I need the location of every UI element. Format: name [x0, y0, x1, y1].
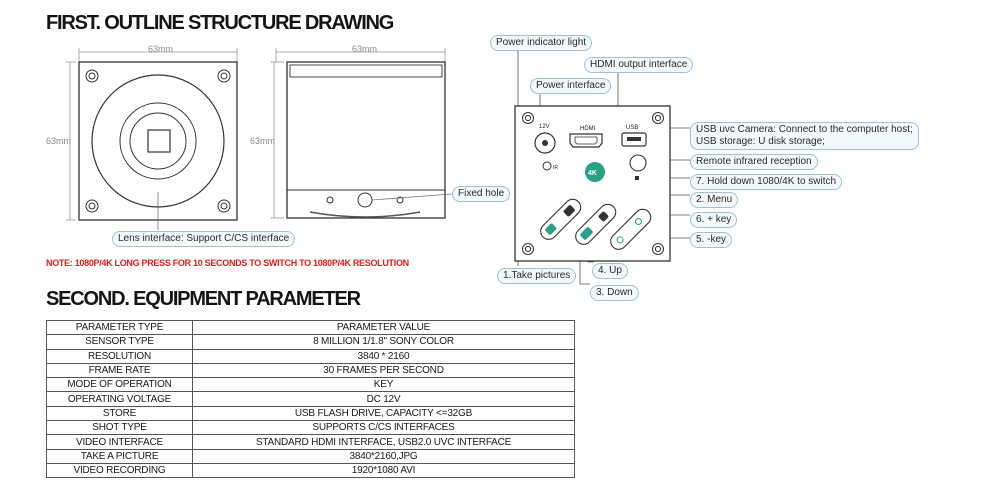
parameter-name: MODE OF OPERATION — [46, 377, 193, 393]
parameter-value: 8 MILLION 1/1.8" SONY COLOR — [192, 334, 575, 350]
ir-receiver-icon — [629, 154, 647, 172]
parameter-name: RESOLUTION — [46, 348, 193, 364]
port-hdmi-label: HDMI — [580, 126, 596, 132]
section-title-outline: FIRST. OUTLINE STRUCTURE DRAWING — [46, 12, 394, 34]
parameter-name: SENSOR TYPE — [46, 334, 193, 350]
parameter-value: DC 12V — [192, 391, 575, 407]
callout-power-indicator: Power indicator light — [490, 35, 593, 51]
side-height-dimension: 63mm — [250, 136, 276, 146]
parameter-name: STORE — [46, 405, 193, 422]
screw-icon — [85, 69, 231, 213]
parameter-name: SHOT TYPE — [46, 420, 193, 436]
parameter-value: KEY — [192, 377, 575, 393]
parameter-value: USB FLASH DRIVE, CAPACITY <=32GB — [192, 405, 575, 422]
parameter-name: VIDEO RECORDING — [46, 462, 193, 479]
parameter-value: STANDARD HDMI INTERFACE, USB2.0 UVC INTE… — [192, 434, 575, 450]
port-12v-label: 12V — [539, 124, 550, 130]
callout-plus-key: 6. + key — [690, 212, 738, 228]
parameter-name: PARAMETER TYPE — [46, 319, 193, 336]
callout-hdmi-output: HDMI output interface — [584, 57, 694, 73]
callout-hold-down: 7. Hold down 1080/4K to switch — [690, 174, 843, 190]
rear-panel-drawing: 12V IR HDMI USB 4K — [514, 48, 690, 285]
parameter-value: 3840 * 2160 — [192, 348, 575, 364]
4k-switch-icon — [585, 162, 605, 182]
side-width-dimension: 63mm — [352, 44, 378, 54]
callout-down: 3. Down — [590, 285, 639, 301]
front-view-drawing — [66, 48, 238, 230]
parameter-value: 3840*2160,JPG — [192, 448, 575, 464]
parameter-name: VIDEO INTERFACE — [46, 434, 193, 450]
parameter-value: PARAMETER VALUE — [192, 319, 575, 336]
callout-lens-interface: Lens interface: Support C/CS interface — [112, 231, 296, 247]
parameter-name: FRAME RATE — [46, 362, 193, 379]
front-width-dimension: 63mm — [148, 44, 174, 54]
btn-4k-label: 4K — [588, 170, 597, 177]
callout-up: 4. Up — [592, 263, 628, 279]
parameter-value: SUPPORTS C/CS INTERFACES — [192, 420, 575, 436]
side-view-drawing — [270, 48, 453, 219]
note-resolution-switch: NOTE: 1080P/4K LONG PRESS FOR 10 SECONDS… — [46, 258, 409, 268]
callout-remote-ir: Remote infrared reception — [690, 154, 818, 170]
parameter-value: 1920*1080 AVI — [192, 462, 575, 479]
callout-fixed-hole: Fixed hole — [452, 186, 511, 202]
mount-hole-icon — [326, 192, 404, 208]
parameter-name: TAKE A PICTURE — [46, 448, 193, 464]
callout-usb-line1: USB uvc Camera: Connect to the computer … — [696, 124, 913, 135]
callout-take-pictures: 1.Take pictures — [497, 268, 577, 284]
callout-menu: 2. Menu — [690, 192, 739, 208]
callout-usb-line2: USB storage: U disk storage; — [696, 136, 825, 147]
power-led-icon — [542, 161, 552, 171]
callout-power-interface: Power interface — [530, 78, 612, 94]
section-title-parameters: SECOND. EQUIPMENT PARAMETER — [46, 288, 361, 310]
parameter-value: 30 FRAMES PER SECOND — [192, 362, 575, 379]
callout-usb: USB uvc Camera: Connect to the computer … — [690, 122, 919, 150]
callout-minus-key: 5. -key — [690, 232, 733, 248]
port-led-label: IR — [553, 165, 558, 171]
front-height-dimension: 63mm — [46, 136, 72, 146]
parameter-name: OPERATING VOLTAGE — [46, 391, 193, 407]
port-usb-label: USB — [626, 125, 638, 131]
